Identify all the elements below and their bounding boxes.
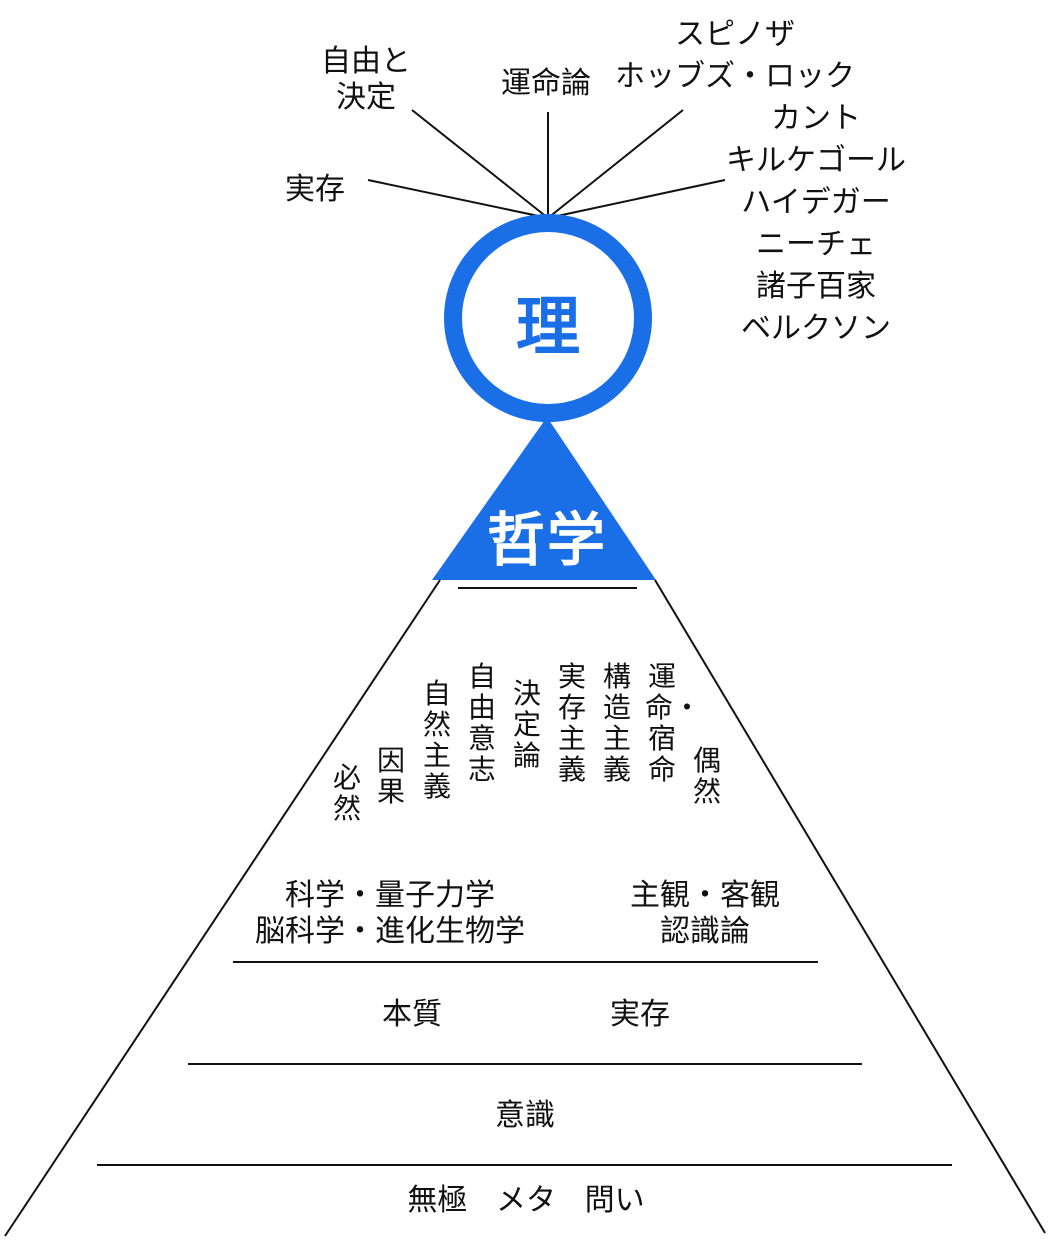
kierkegaard: キルケゴール (726, 143, 906, 178)
subjectivity-line-1: 主観・客観 (630, 878, 780, 913)
term-jitsuzonshugi: 実存主義 (557, 660, 586, 786)
term-shizenshugi: 自然主義 (422, 677, 451, 803)
philosophy-label: 哲学 (486, 506, 608, 574)
philosophy-triangle (432, 417, 656, 580)
base-meta: メタ (496, 1183, 556, 1218)
term-unmei-shukumei: 運命・宿命 (645, 660, 702, 786)
term-inga: 因果 (376, 744, 405, 808)
ray-kant (547, 179, 726, 219)
hobbes-locke: ホッブズ・ロック (615, 59, 855, 94)
subjectivity-group: 主観・客観 認識論 (630, 878, 780, 950)
term-guuzen: 偶然 (692, 744, 721, 808)
pyramid-left-edge (4, 579, 441, 1237)
nietzsche: ニーチェ (756, 227, 876, 262)
kant: カント (771, 101, 861, 136)
heidegger: ハイデガー (741, 185, 891, 220)
layer-existence: 実存 (610, 997, 670, 1032)
jiyu-line: 自由と (321, 44, 411, 79)
term-ketteiron: 決定論 (512, 677, 541, 772)
ray-jitsuzon (367, 179, 549, 219)
ray-spinoza (547, 109, 684, 219)
layer-consciousness: 意識 (495, 1098, 555, 1133)
kettei-line: 決定 (336, 80, 396, 115)
science-line-1: 科学・量子力学 (285, 878, 495, 913)
spinoza: スピノザ (675, 17, 795, 52)
science-group: 科学・量子力学 脳科学・進化生物学 (255, 878, 525, 950)
label-unmeiron: 運命論 (501, 66, 591, 101)
ri-circle (444, 214, 652, 422)
term-kouzoushugi: 構造主義 (602, 660, 631, 786)
ray-jiyu (411, 109, 549, 219)
term-hitsuzen: 必然 (332, 761, 361, 825)
science-line-2: 脳科学・進化生物学 (255, 914, 525, 949)
base-toi: 問い (584, 1183, 645, 1218)
philosopher-list: カント キルケゴール ハイデガー ニーチェ 諸子百家 ベルクソン (726, 98, 906, 350)
layer-essence: 本質 (382, 997, 442, 1032)
term-jiyuishi: 自由意志 (467, 660, 496, 786)
pyramid-right-edge (654, 579, 1046, 1234)
subjectivity-line-2: 認識論 (660, 914, 750, 949)
bergson: ベルクソン (741, 311, 891, 346)
label-jiyu-kettei: 自由と 決定 (321, 44, 411, 116)
label-philosophers-a: スピノザ ホッブズ・ロック (615, 14, 855, 98)
label-jitsuzon-top: 実存 (285, 172, 345, 207)
base-terms: 無極 メタ 問い (407, 1183, 644, 1219)
ri-label: 理 (516, 291, 580, 365)
base-mukyoku: 無極 (407, 1183, 468, 1218)
shoshi-hyakka: 諸子百家 (756, 269, 876, 304)
